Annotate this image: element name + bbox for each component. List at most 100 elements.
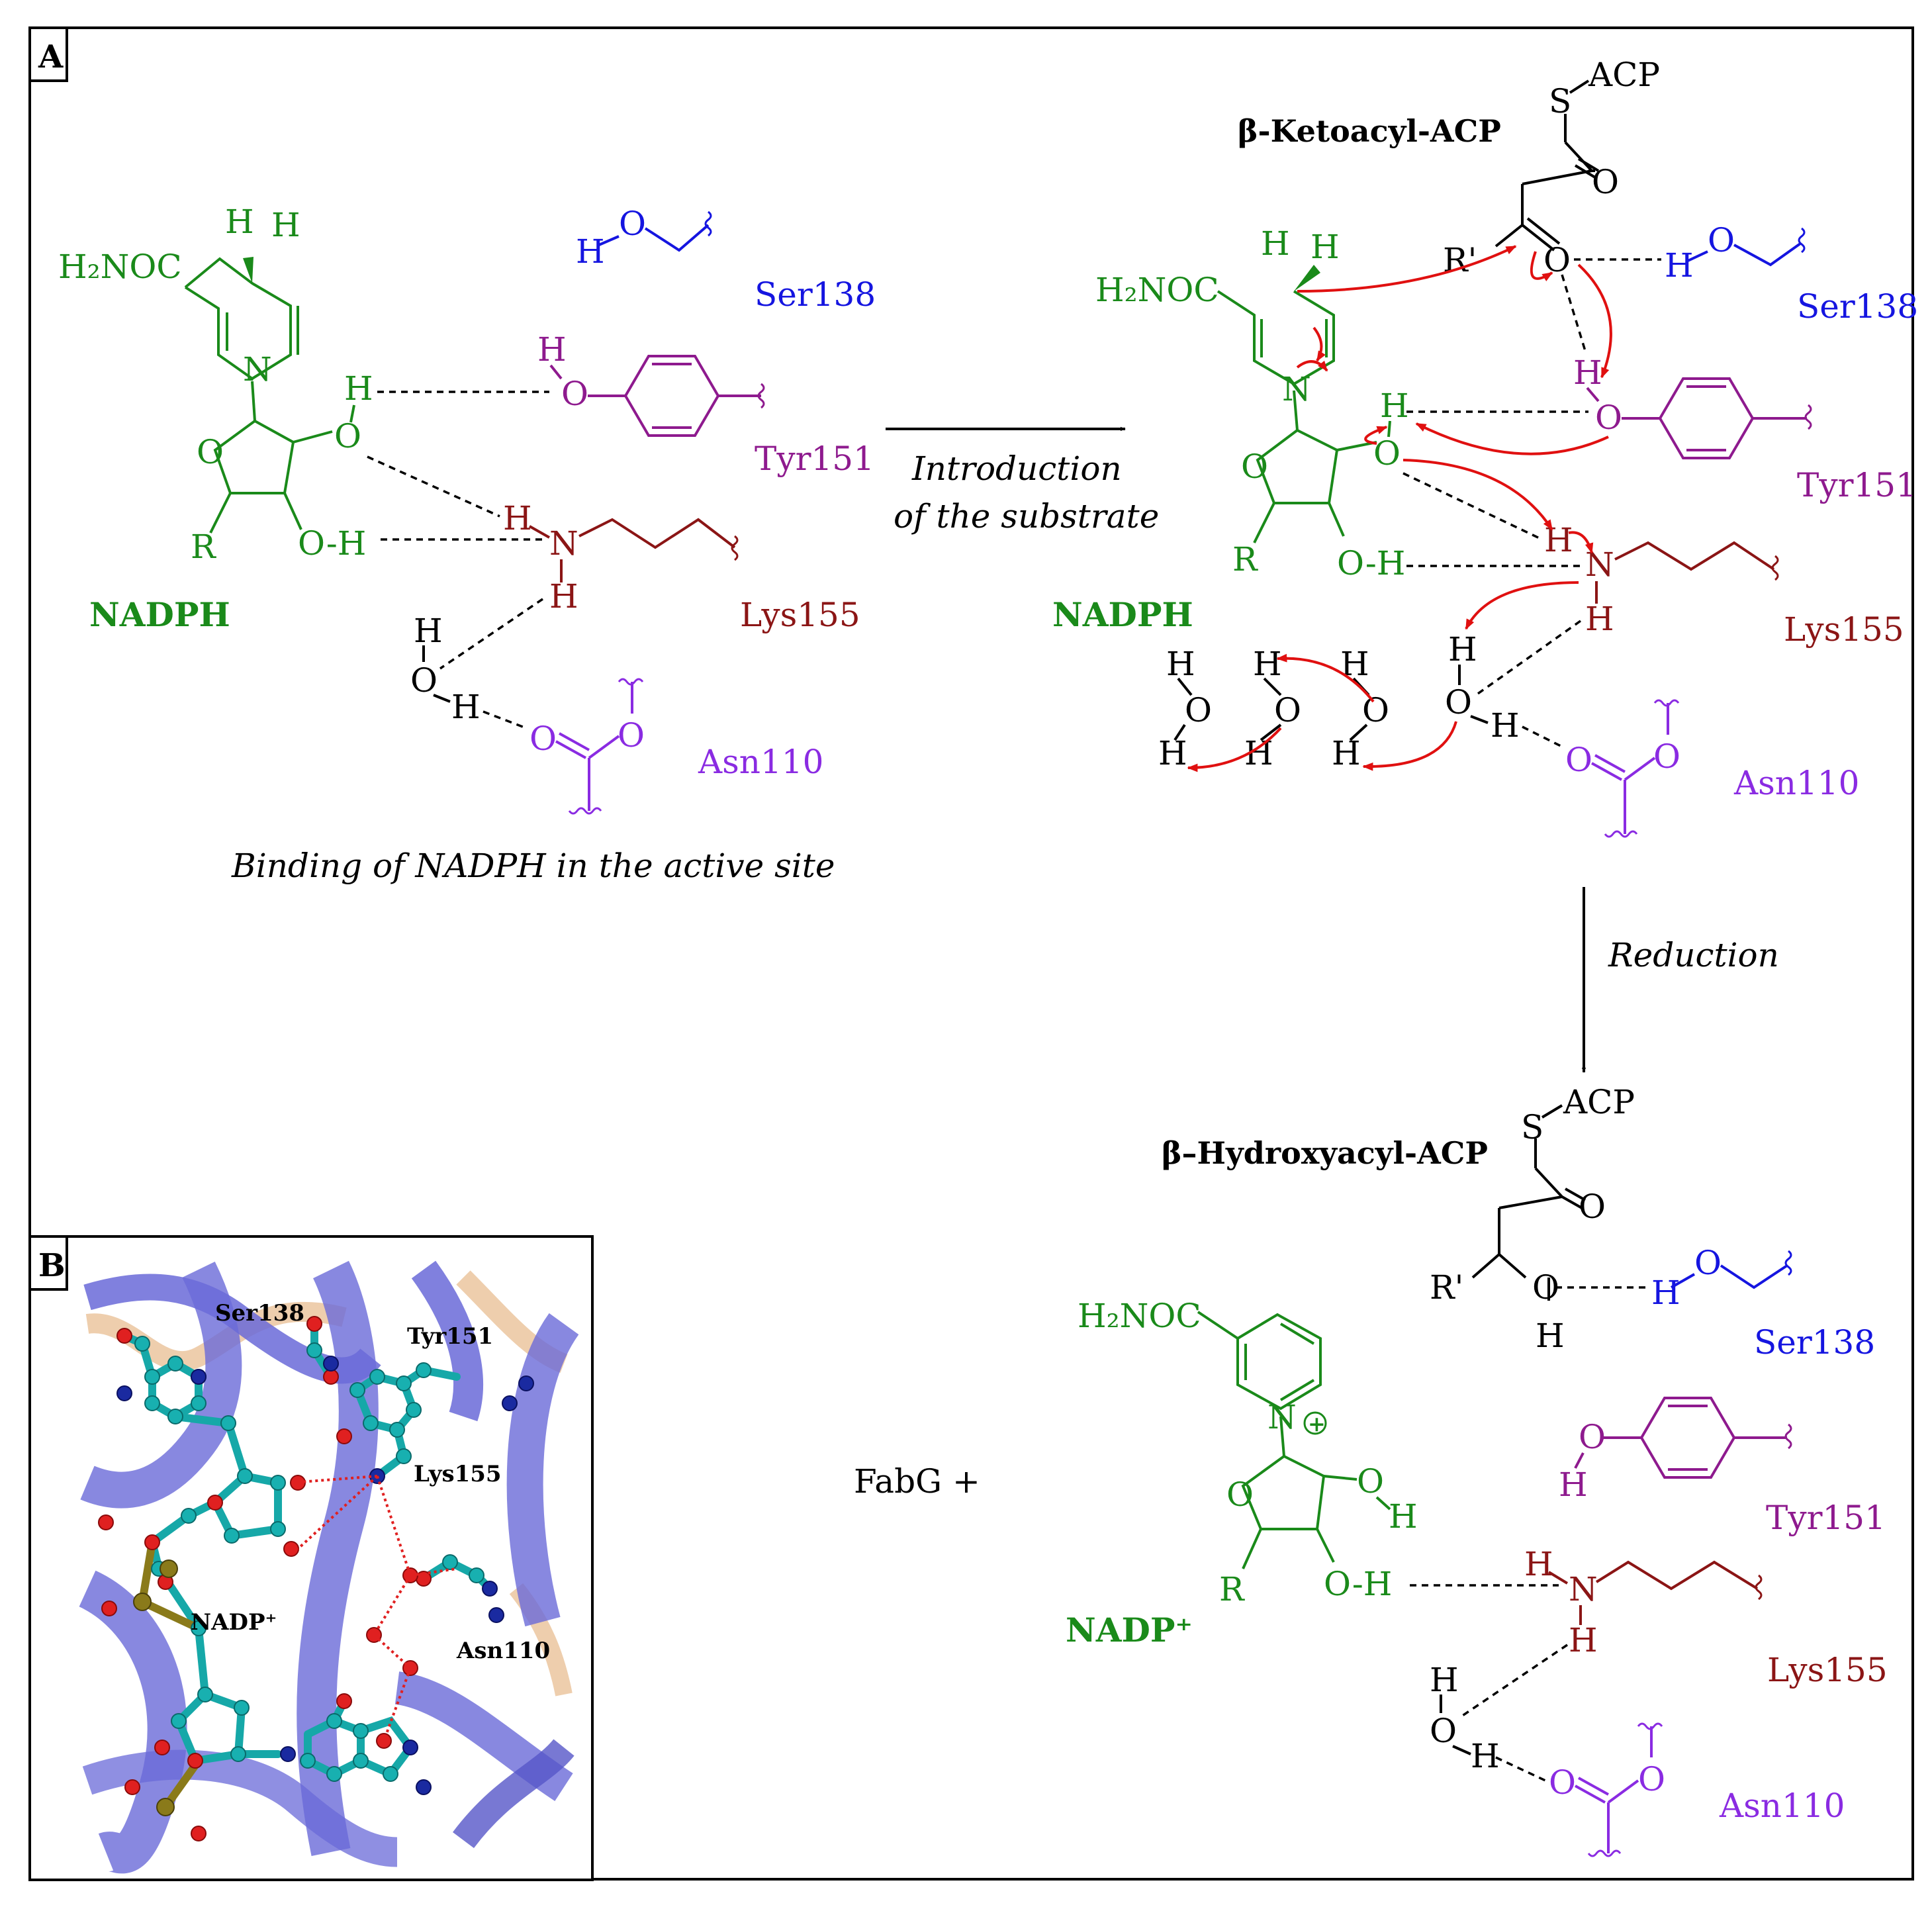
left-ser-squiggle <box>704 210 712 237</box>
rt-hbonds <box>1403 258 1661 748</box>
left-ser-o: O <box>619 205 646 243</box>
rt-w4-h1: H <box>1448 630 1477 669</box>
rt-ser-ho-bond <box>1686 250 1708 263</box>
arrow-water-w3h <box>1362 721 1457 771</box>
rb-lys-h1: H <box>1524 1545 1553 1583</box>
left-hbonds <box>367 391 549 729</box>
left-lys-h2: H <box>549 577 578 616</box>
rt-hydride-wedge <box>1294 265 1320 291</box>
left-h3: H <box>344 369 373 408</box>
atoms-phosphorus <box>133 1559 178 1816</box>
pb-tyr-label: Tyr151 <box>407 1323 493 1350</box>
rb-lys-squiggle <box>1755 1574 1763 1601</box>
rt-o3-h-bond <box>1387 420 1391 438</box>
rb-product: β–Hydroxyacyl-ACP <box>1162 1135 1488 1171</box>
rb-water: H O H <box>1430 1661 1500 1775</box>
rb-w-h1: H <box>1430 1661 1459 1699</box>
blue-ribbon-4 <box>411 1260 483 1422</box>
arrow-o3-lysh <box>1403 459 1553 531</box>
rb-o3: O <box>1357 1462 1384 1501</box>
rt-lys-h2: H <box>1585 600 1614 638</box>
left-w-h2-bond <box>433 694 451 703</box>
rb-lys-nh1-bond <box>1547 1571 1569 1585</box>
rt-ser-chain <box>1733 242 1802 267</box>
left-w-h2: H <box>451 688 481 726</box>
left-asn-c-o2 <box>588 735 620 759</box>
rt-asn-co-db1 <box>1591 762 1622 781</box>
left-lys-h1: H <box>503 499 532 537</box>
rt-w1-h1: H <box>1166 645 1195 683</box>
rb-asn-label: Asn110 <box>1719 1787 1845 1825</box>
rb-lys-chain <box>1595 1560 1759 1591</box>
rb-tyr-squiggle <box>1784 1423 1792 1450</box>
left-lys-label: Lys155 <box>740 596 860 634</box>
rb-o-hyd: O <box>1532 1268 1559 1307</box>
rb-ser-squiggle <box>1784 1250 1792 1276</box>
left-tyr-squiggle <box>757 383 765 409</box>
rt-lys-label: Lys155 <box>1784 610 1904 649</box>
left-tyr-label: Tyr151 <box>755 440 874 478</box>
left-lys-squiggle <box>731 535 739 561</box>
rb-tyr151: O H Tyr151 <box>1559 1397 1886 1537</box>
rb-o-thio: O <box>1579 1187 1606 1226</box>
rb-w-h2-bond <box>1452 1745 1471 1755</box>
rb-thio-co-2 <box>1565 1187 1586 1201</box>
rb-lys155: H N H Lys155 <box>1524 1545 1888 1689</box>
rt-r-prime: R' <box>1443 241 1477 279</box>
panel-b-label: B <box>38 1247 66 1284</box>
rb-acp: ACP <box>1563 1083 1635 1121</box>
rt-tyr-label: Tyr151 <box>1797 466 1917 504</box>
rb-tyr-ring <box>1639 1397 1736 1479</box>
rb-asn-c-o2 <box>1607 1779 1639 1804</box>
pb-lys-label: Lys155 <box>414 1461 502 1487</box>
rt-s: S <box>1549 82 1571 120</box>
arrow-lys-water <box>1465 581 1579 630</box>
rt-tyr151: H O Tyr151 <box>1573 353 1917 504</box>
rt-lys-chain <box>1614 541 1775 571</box>
arrow-w3-w2 <box>1276 653 1375 703</box>
rb-s: S <box>1521 1108 1543 1146</box>
panel-b: B <box>28 1235 594 1881</box>
rt-o-thio: O <box>1592 163 1619 201</box>
rb-ring-n: N <box>1267 1398 1297 1436</box>
rb-w-h2: H <box>1471 1737 1500 1775</box>
rt-w2-o: O <box>1274 691 1301 729</box>
left-ring-o: O <box>197 433 224 471</box>
step1: Introduction of the substrate <box>886 426 1159 535</box>
arrow-oketo-tyrh <box>1577 263 1612 379</box>
left-lys155: H N H Lys155 <box>503 499 860 634</box>
rb-ser-o: O <box>1694 1244 1722 1282</box>
rb-ring-o: O <box>1226 1475 1254 1514</box>
rt-ring-o: O <box>1241 447 1268 486</box>
left-w-o: O <box>410 661 437 700</box>
rb-r-prime: R' <box>1430 1268 1463 1307</box>
outer-frame <box>28 26 1914 1881</box>
left-caption: Binding of NADPH in the active site <box>231 847 835 885</box>
rt-asn-o2: O <box>1653 737 1680 776</box>
rt-s-acp <box>1569 79 1590 94</box>
rt-asn110: O O Asn110 <box>1565 699 1859 838</box>
atoms-carbon <box>134 1336 484 1782</box>
rb-o3-h-bond <box>1375 1496 1391 1511</box>
rb-tyr-o: O <box>1579 1418 1606 1456</box>
rt-thio-co-1 <box>1574 164 1596 179</box>
arrow-co-pi <box>1530 251 1553 282</box>
left-ring-n: N <box>243 350 272 389</box>
rt-w3-o: O <box>1362 691 1389 729</box>
rb-asn-squiggle-top <box>1637 1722 1663 1730</box>
rb-ser-label: Ser138 <box>1754 1323 1875 1362</box>
pb-cofactor-label: NADP⁺ <box>191 1609 277 1636</box>
rt-asn-squiggle-top <box>1653 699 1680 707</box>
rt-ser-label: Ser138 <box>1797 287 1918 326</box>
rt-ser138: H O Ser138 <box>1665 221 1918 326</box>
rt-substrate-skeleton <box>1495 114 1595 252</box>
rt-w3-h2: H <box>1332 734 1361 772</box>
rb-w-o: O <box>1430 1712 1457 1750</box>
rt-lys155: H N H Lys155 <box>1544 521 1904 649</box>
rt-ser-squiggle <box>1798 227 1806 254</box>
rt-nadph-skeleton <box>1217 290 1377 543</box>
rt-asn-co-db2 <box>1594 754 1626 773</box>
rt-w3-h1: H <box>1340 645 1369 683</box>
left-asn-co-db2 <box>559 732 590 751</box>
step2-label: Reduction <box>1608 936 1779 974</box>
